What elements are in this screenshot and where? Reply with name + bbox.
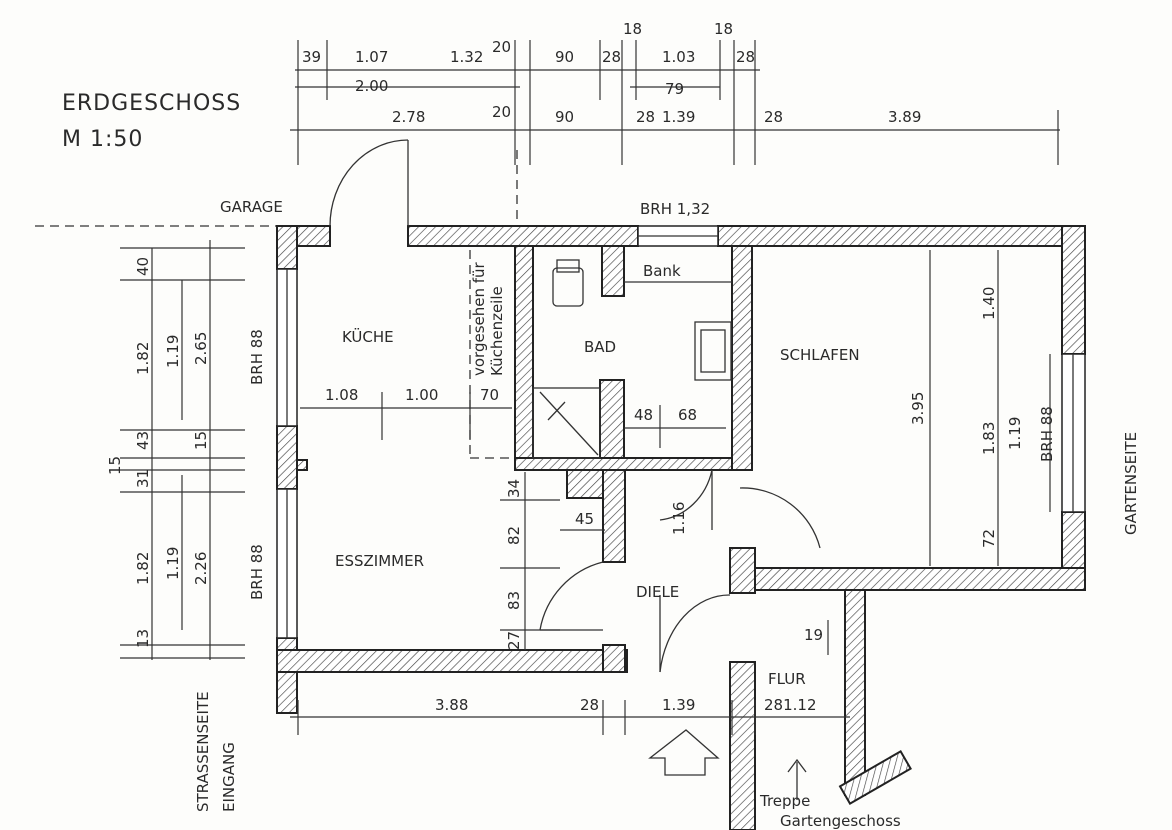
- garage-label: GARAGE: [220, 198, 283, 216]
- dim-kueche-108: 1.08: [325, 386, 358, 404]
- dim-kueche-70: 70: [480, 386, 499, 404]
- dim-top-28b: 28: [736, 48, 755, 66]
- kuechenzeile-label-1: vorgesehen für: [470, 261, 488, 376]
- dim-left-15a: 15: [106, 456, 124, 475]
- dim-top-90b: 90: [555, 108, 574, 126]
- dim-schlafen-119: 1.19: [1006, 417, 1024, 450]
- dim-top-20b: 20: [492, 103, 511, 121]
- dim-bottom-388: 3.88: [435, 696, 468, 714]
- dim-door-116: 1.16: [670, 502, 688, 535]
- dim-schlafen-72: 72: [980, 529, 998, 548]
- dim-top-28c: 28: [636, 108, 655, 126]
- dim-bottom-28112: 281.12: [764, 696, 817, 714]
- dim-kueche-100: 1.00: [405, 386, 438, 404]
- dim-diele-27: 27: [505, 631, 523, 650]
- brh-ess-label: BRH 88: [248, 544, 266, 600]
- dim-top-132: 1.32: [450, 48, 483, 66]
- dim-top-90a: 90: [555, 48, 574, 66]
- room-bad: BAD: [584, 338, 616, 356]
- doors: [329, 139, 821, 673]
- dim-top-28d: 28: [764, 108, 783, 126]
- dim-top-18b: 18: [714, 20, 733, 38]
- entrance-arrow-icon: [648, 729, 720, 776]
- dim-left-40: 40: [134, 257, 152, 276]
- dim-bottom-28: 28: [580, 696, 599, 714]
- bottom-dimensions: [290, 700, 850, 735]
- plan-title: ERDGESCHOSS: [62, 91, 241, 116]
- dim-flur-19: 19: [804, 626, 823, 644]
- dim-diele-34: 34: [505, 479, 523, 498]
- dim-diele-45: 45: [575, 510, 594, 528]
- gartengeschoss-label: Gartengeschoss: [780, 812, 901, 830]
- dim-top-278: 2.78: [392, 108, 425, 126]
- dim-top-139: 1.39: [662, 108, 695, 126]
- walls: [276, 225, 1086, 830]
- dim-schlafen-140: 1.40: [980, 287, 998, 320]
- plan-scale: M 1:50: [62, 127, 143, 152]
- bathroom-fixtures: [532, 259, 732, 459]
- dim-top-18a: 18: [623, 20, 642, 38]
- top-dimensions: [290, 40, 1060, 165]
- room-schlafen: SCHLAFEN: [780, 346, 860, 364]
- dim-bottom-139: 1.39: [662, 696, 695, 714]
- gartenseite-label: GARTENSEITE: [1122, 432, 1140, 535]
- dim-left-119a: 1.19: [164, 335, 182, 368]
- room-esszimmer: ESSZIMMER: [335, 552, 424, 570]
- dim-left-119b: 1.19: [164, 547, 182, 580]
- eingang-label: EINGANG: [220, 742, 238, 812]
- dim-schlafen-395: 3.95: [909, 392, 927, 425]
- room-flur: FLUR: [768, 670, 806, 688]
- room-kueche: KÜCHE: [342, 327, 394, 346]
- brh-schlafen-label: BRH 88: [1038, 406, 1056, 462]
- dim-left-226: 2.26: [192, 552, 210, 585]
- dim-top-389: 3.89: [888, 108, 921, 126]
- brh-top-label: BRH 1,32: [640, 200, 710, 218]
- bank-label: Bank: [643, 262, 681, 280]
- kuechenzeile-label-2: Küchenzeile: [488, 286, 506, 376]
- dim-left-13: 13: [134, 629, 152, 648]
- dim-top-200: 2.00: [355, 77, 388, 95]
- dim-left-182b: 1.82: [134, 552, 152, 585]
- dim-left-265: 2.65: [192, 332, 210, 365]
- dim-top-20a: 20: [492, 38, 511, 56]
- dim-left-182a: 1.82: [134, 342, 152, 375]
- dim-left-31: 31: [134, 469, 152, 488]
- room-diele: DIELE: [636, 583, 679, 601]
- dim-top-28a: 28: [602, 48, 621, 66]
- dim-bad-48: 48: [634, 406, 653, 424]
- dim-left-15b: 15: [192, 431, 210, 450]
- dim-top-39: 39: [302, 48, 321, 66]
- dim-top-79: 79: [665, 80, 684, 98]
- dim-diele-82: 82: [505, 526, 523, 545]
- dim-left-43: 43: [134, 431, 152, 450]
- treppe-label: Treppe: [759, 792, 810, 810]
- dim-schlafen-183: 1.83: [980, 422, 998, 455]
- dim-top-107: 1.07: [355, 48, 388, 66]
- dim-top-103: 1.03: [662, 48, 695, 66]
- dim-diele-83: 83: [505, 591, 523, 610]
- brh-kueche-label: BRH 88: [248, 329, 266, 385]
- left-dimensions: [120, 240, 245, 660]
- strassenseite-label: STRASSENSEITE: [194, 691, 212, 812]
- windows: [276, 225, 1086, 639]
- dim-bad-68: 68: [678, 406, 697, 424]
